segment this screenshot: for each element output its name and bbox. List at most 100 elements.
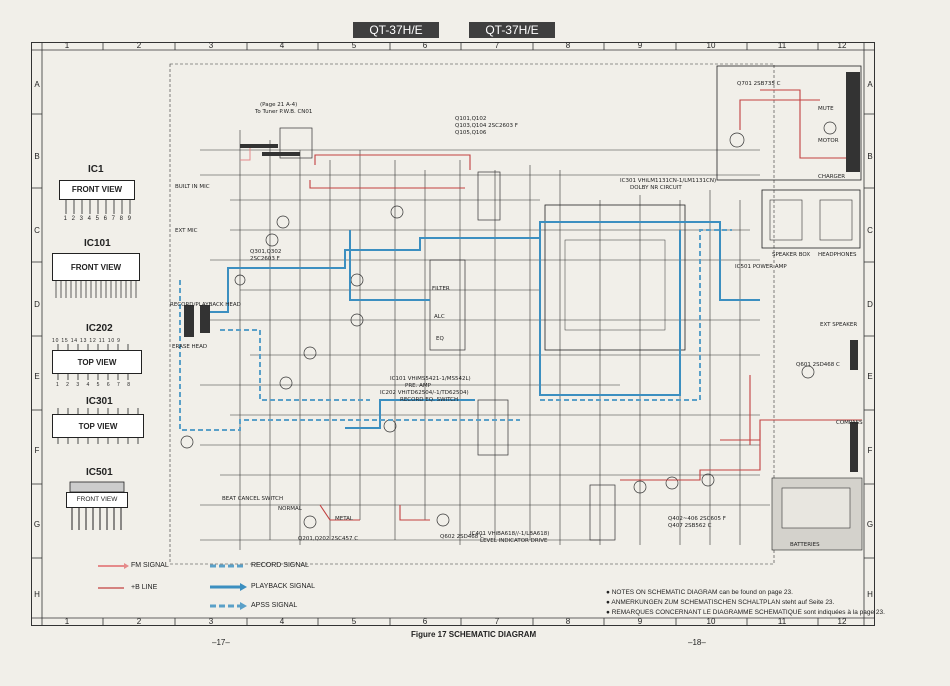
- page-number-left: –17–: [212, 638, 230, 647]
- ic202-pin-bottom: 1 2 3 4 5 6 7 8: [56, 382, 133, 388]
- ic301-view-label: TOP VIEW: [78, 422, 118, 431]
- column-label-7-top: 7: [494, 41, 500, 50]
- column-label-6-top: 6: [422, 41, 428, 50]
- row-label-D-right: D: [867, 300, 873, 309]
- pre-amp-text: PRE. AMP: [405, 383, 432, 389]
- dolby-text: DOLBY NR CIRCUIT: [630, 185, 682, 191]
- row-label-C-right: C: [867, 226, 873, 235]
- beat-cancel-text: BEAT CANCEL SWITCH: [222, 496, 283, 502]
- level-text: LEVEL INDICATOR DRIVE: [480, 538, 548, 544]
- column-label-2-top: 2: [136, 41, 142, 50]
- built-in-mic-text: BUILT IN MIC: [175, 184, 210, 190]
- power-amp-text: IC501 POWER AMP: [735, 264, 787, 270]
- page-number-right: –18–: [688, 638, 706, 647]
- legend-fm-signal: FM SIGNAL: [131, 562, 169, 569]
- column-label-10-top: 10: [706, 41, 716, 50]
- ic301-desc-text: IC301 VHiLM1131CN-1/LM1131CN): [620, 178, 716, 184]
- ic301-title: IC301: [86, 396, 113, 407]
- normal-text: NORMAL: [278, 506, 303, 512]
- ic501-title: IC501: [86, 467, 113, 478]
- ic202-pins: [57, 344, 129, 380]
- row-label-G-right: G: [866, 520, 874, 529]
- ic101-pins: [55, 281, 137, 298]
- ic101-title: IC101: [84, 238, 111, 249]
- column-label-5-top: 5: [351, 41, 357, 50]
- erase-head-text: ERASE HEAD: [172, 344, 207, 350]
- connector-pins: [184, 72, 860, 472]
- column-label-6-bottom: 6: [422, 617, 428, 626]
- headphones-text: HEADPHONES: [818, 252, 857, 258]
- to-tuner-text: To Tuner P.W.B. CN01: [254, 109, 312, 115]
- column-label-11-top: 11: [777, 41, 787, 50]
- row-label-F-left: F: [34, 446, 40, 455]
- column-label-11-bottom: 11: [777, 617, 787, 626]
- ic1-chip: FRONT VIEW: [59, 180, 135, 200]
- column-label-7-bottom: 7: [494, 617, 500, 626]
- column-label-2-bottom: 2: [136, 617, 142, 626]
- playback-signal-path: [210, 221, 760, 429]
- filter-text: FILTER: [432, 286, 450, 292]
- ic301-chip: TOP VIEW: [52, 414, 144, 438]
- legend-playback-signal: PLAYBACK SIGNAL: [251, 583, 316, 590]
- column-label-10-bottom: 10: [706, 617, 716, 626]
- row-label-A-right: A: [867, 80, 873, 89]
- column-label-5-bottom: 5: [351, 617, 357, 626]
- q101-text: Q101,Q102: [455, 116, 486, 122]
- schematic-text-labels: IC301 VHiLM1131CN-1/LM1131CN) DOLBY NR C…: [170, 81, 863, 548]
- ic501-chip: FRONT VIEW: [66, 492, 128, 508]
- column-label-4-top: 4: [279, 41, 285, 50]
- ic202-pin-top: 10 15 14 13 12 11 10 9: [52, 338, 121, 344]
- ic1-pin-numbers: 1 2 3 4 5 6 7 8 9: [63, 216, 133, 222]
- eq-text: EQ: [436, 336, 444, 342]
- charger-text: CHARGER: [818, 174, 845, 180]
- row-label-F-right: F: [867, 446, 873, 455]
- q103-text: Q103,Q104 2SC2603 F: [455, 123, 518, 129]
- record-playback-head-text: RECORD/PLAYBACK HEAD: [170, 302, 241, 308]
- figure-caption: Figure 17 SCHEMATIC DIAGRAM: [411, 630, 537, 639]
- page-ref-text: (Page 21 A-4): [260, 102, 297, 108]
- compass-text: COMPASS: [836, 420, 863, 426]
- ic401-text: IC401 VHiBA618//-1/LBA618): [470, 531, 549, 537]
- row-label-H-right: H: [867, 590, 873, 599]
- schematic-frame: [31, 42, 875, 626]
- note-german: ● ANMERKUNGEN ZUM SCHEMATISCHEN SCHALTPL…: [606, 599, 835, 606]
- legend-b-line: +B LINE: [131, 584, 158, 591]
- column-label-1-bottom: 1: [64, 617, 70, 626]
- ext-speaker-text: EXT SPEAKER: [820, 322, 857, 328]
- record-signal-path: [179, 229, 732, 431]
- column-label-8-bottom: 8: [565, 617, 571, 626]
- q701-text: Q701 2SB735 C: [737, 81, 781, 87]
- ic1-pins: [65, 200, 131, 214]
- speaker-box-text: SPEAKER BOX: [772, 252, 810, 258]
- row-label-D-left: D: [34, 300, 40, 309]
- alc-text: ALC: [434, 314, 445, 320]
- ic101-chip: FRONT VIEW: [52, 253, 140, 281]
- transistor-symbols: [180, 121, 837, 529]
- metal-text: METAL: [335, 516, 354, 522]
- q105-text: Q105,Q106: [455, 130, 487, 136]
- ic301-pins: [57, 408, 139, 444]
- q602-text: Q602 2SD468 C: [440, 534, 484, 540]
- ic1-title: IC1: [88, 164, 104, 175]
- column-label-3-bottom: 3: [208, 617, 214, 626]
- row-label-B-right: B: [867, 152, 873, 161]
- row-label-G-left: G: [33, 520, 41, 529]
- q301-text: Q301,Q302: [250, 249, 281, 255]
- column-label-3-top: 3: [208, 41, 214, 50]
- ic501-view-label: FRONT VIEW: [76, 496, 118, 503]
- column-label-12-bottom: 12: [837, 617, 847, 626]
- note-french: ● REMARQUES CONCERNANT LE DIAGRAMME SCHE…: [606, 609, 885, 616]
- q402-text: Q402~406 2SC605 F: [668, 516, 726, 522]
- q601-text: Q601 2SD468 C: [796, 362, 840, 368]
- row-label-E-left: E: [34, 372, 40, 381]
- column-label-1-top: 1: [64, 41, 70, 50]
- q407-text: Q407 2SB562 C: [668, 523, 712, 529]
- b-line-path: [309, 89, 862, 521]
- column-label-12-top: 12: [837, 41, 847, 50]
- mute-text: MUTE: [818, 106, 834, 112]
- grid-ticks: [31, 42, 875, 626]
- column-label-4-bottom: 4: [279, 617, 285, 626]
- column-label-8-top: 8: [565, 41, 571, 50]
- legend-record-signal: RECORD SIGNAL: [251, 562, 309, 569]
